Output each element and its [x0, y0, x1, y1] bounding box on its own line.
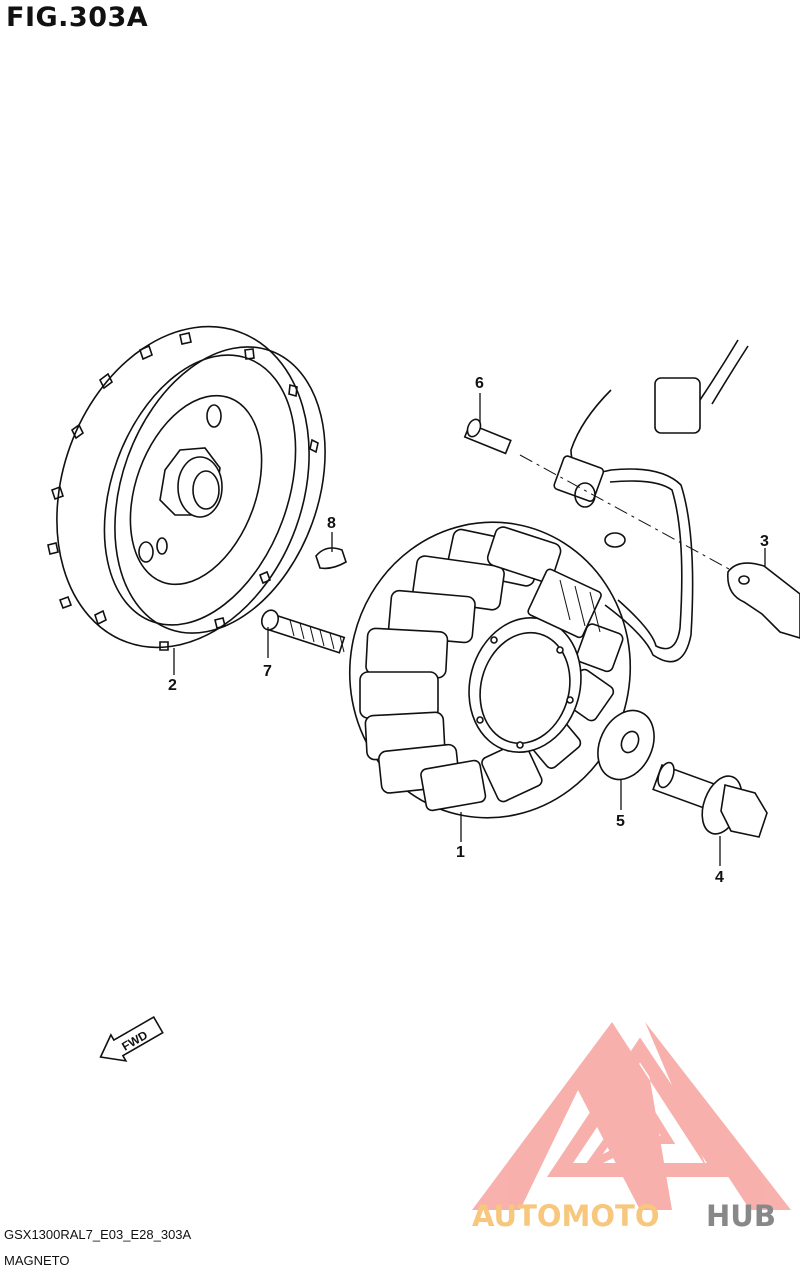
callout-4: 4 [715, 869, 724, 886]
part-2-rotor [47, 325, 326, 651]
footer-name: MAGNETO [4, 1253, 70, 1268]
watermark-text-b: HUB [706, 1199, 776, 1233]
part-7-bolt [260, 609, 346, 654]
part-1-stator [348, 521, 632, 819]
callout-7: 7 [263, 663, 272, 680]
wire-harness [553, 339, 749, 663]
watermark-logo [472, 1022, 791, 1210]
watermark-text-a: AUTOMOTO [472, 1199, 659, 1233]
callout-2: 2 [168, 677, 177, 694]
part-4-flange-bolt [652, 761, 768, 838]
footer-code: GSX1300RAL7_E03_E28_303A [4, 1227, 192, 1242]
callout-8: 8 [327, 515, 336, 532]
callout-5: 5 [616, 813, 625, 830]
callout-3: 3 [760, 533, 769, 550]
part-5-washer [597, 709, 655, 781]
part-3-clamp [727, 562, 800, 639]
leader-lines [173, 393, 766, 866]
part-8-key [315, 547, 347, 570]
figure-title: FIG.303A [6, 2, 149, 33]
fwd-arrow: FWD [99, 1015, 164, 1062]
callout-1: 1 [456, 844, 465, 861]
assembly-centerline [519, 454, 741, 576]
callout-6: 6 [475, 375, 484, 392]
part-6-screw [463, 418, 512, 455]
